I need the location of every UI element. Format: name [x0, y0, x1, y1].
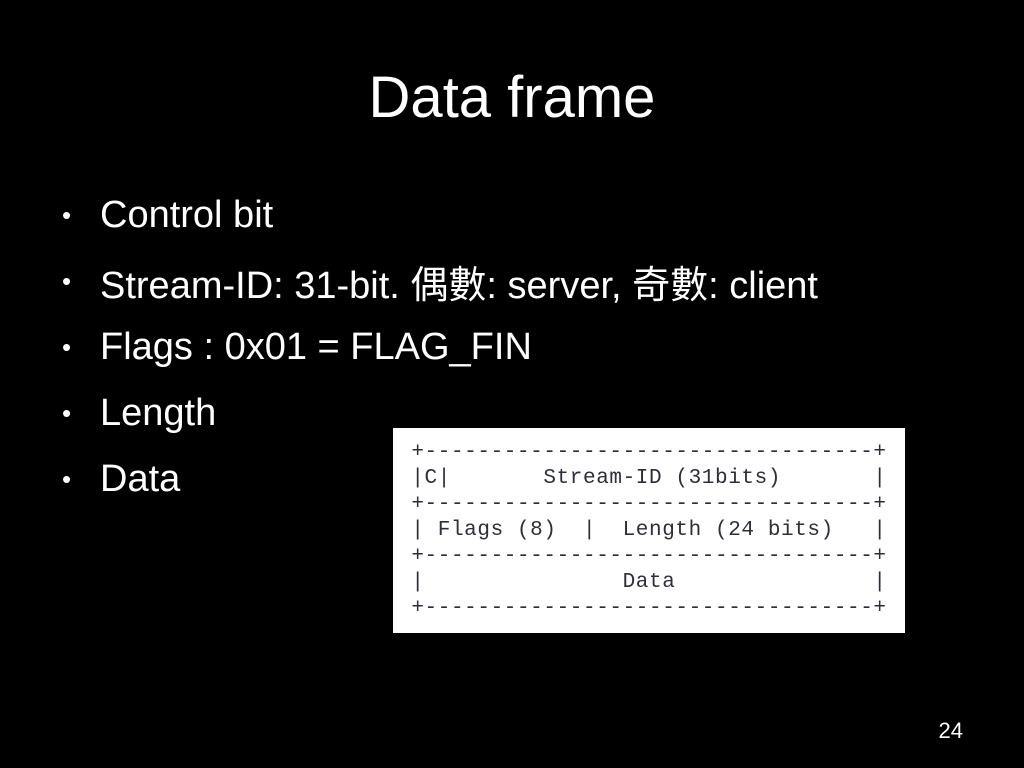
- bullet-marker: •: [62, 266, 72, 296]
- bullet-item-data: • Data: [58, 446, 978, 512]
- bullet-item-flags: • Flags : 0x01 = FLAG_FIN: [58, 314, 978, 380]
- bullet-item-length: • Length: [58, 380, 978, 446]
- frame-structure-diagram: +----------------------------------+ |C|…: [393, 428, 905, 633]
- bullet-text: Flags : 0x01 = FLAG_FIN: [100, 325, 532, 368]
- ascii-frame-diagram: +----------------------------------+ |C|…: [411, 440, 887, 620]
- bullet-text: Length: [100, 391, 217, 434]
- slide-title: Data frame: [368, 65, 656, 130]
- page-number: 24: [938, 718, 963, 743]
- bullet-item-stream-id: • Stream-ID: 31-bit. 偶數: server, 奇數: cli…: [58, 248, 978, 314]
- bullet-marker: •: [62, 464, 72, 494]
- bullet-marker: •: [62, 398, 72, 428]
- bullet-list: • Control bit • Stream-ID: 31-bit. 偶數: s…: [58, 182, 978, 512]
- bullet-text: Control bit: [100, 193, 274, 236]
- bullet-text: Stream-ID: 31-bit. 偶數: server, 奇數: clien…: [100, 264, 818, 307]
- bullet-text: Data: [100, 457, 181, 500]
- bullet-marker: •: [62, 332, 72, 362]
- bullet-marker: •: [62, 200, 72, 230]
- bullet-item-control-bit: • Control bit: [58, 182, 978, 248]
